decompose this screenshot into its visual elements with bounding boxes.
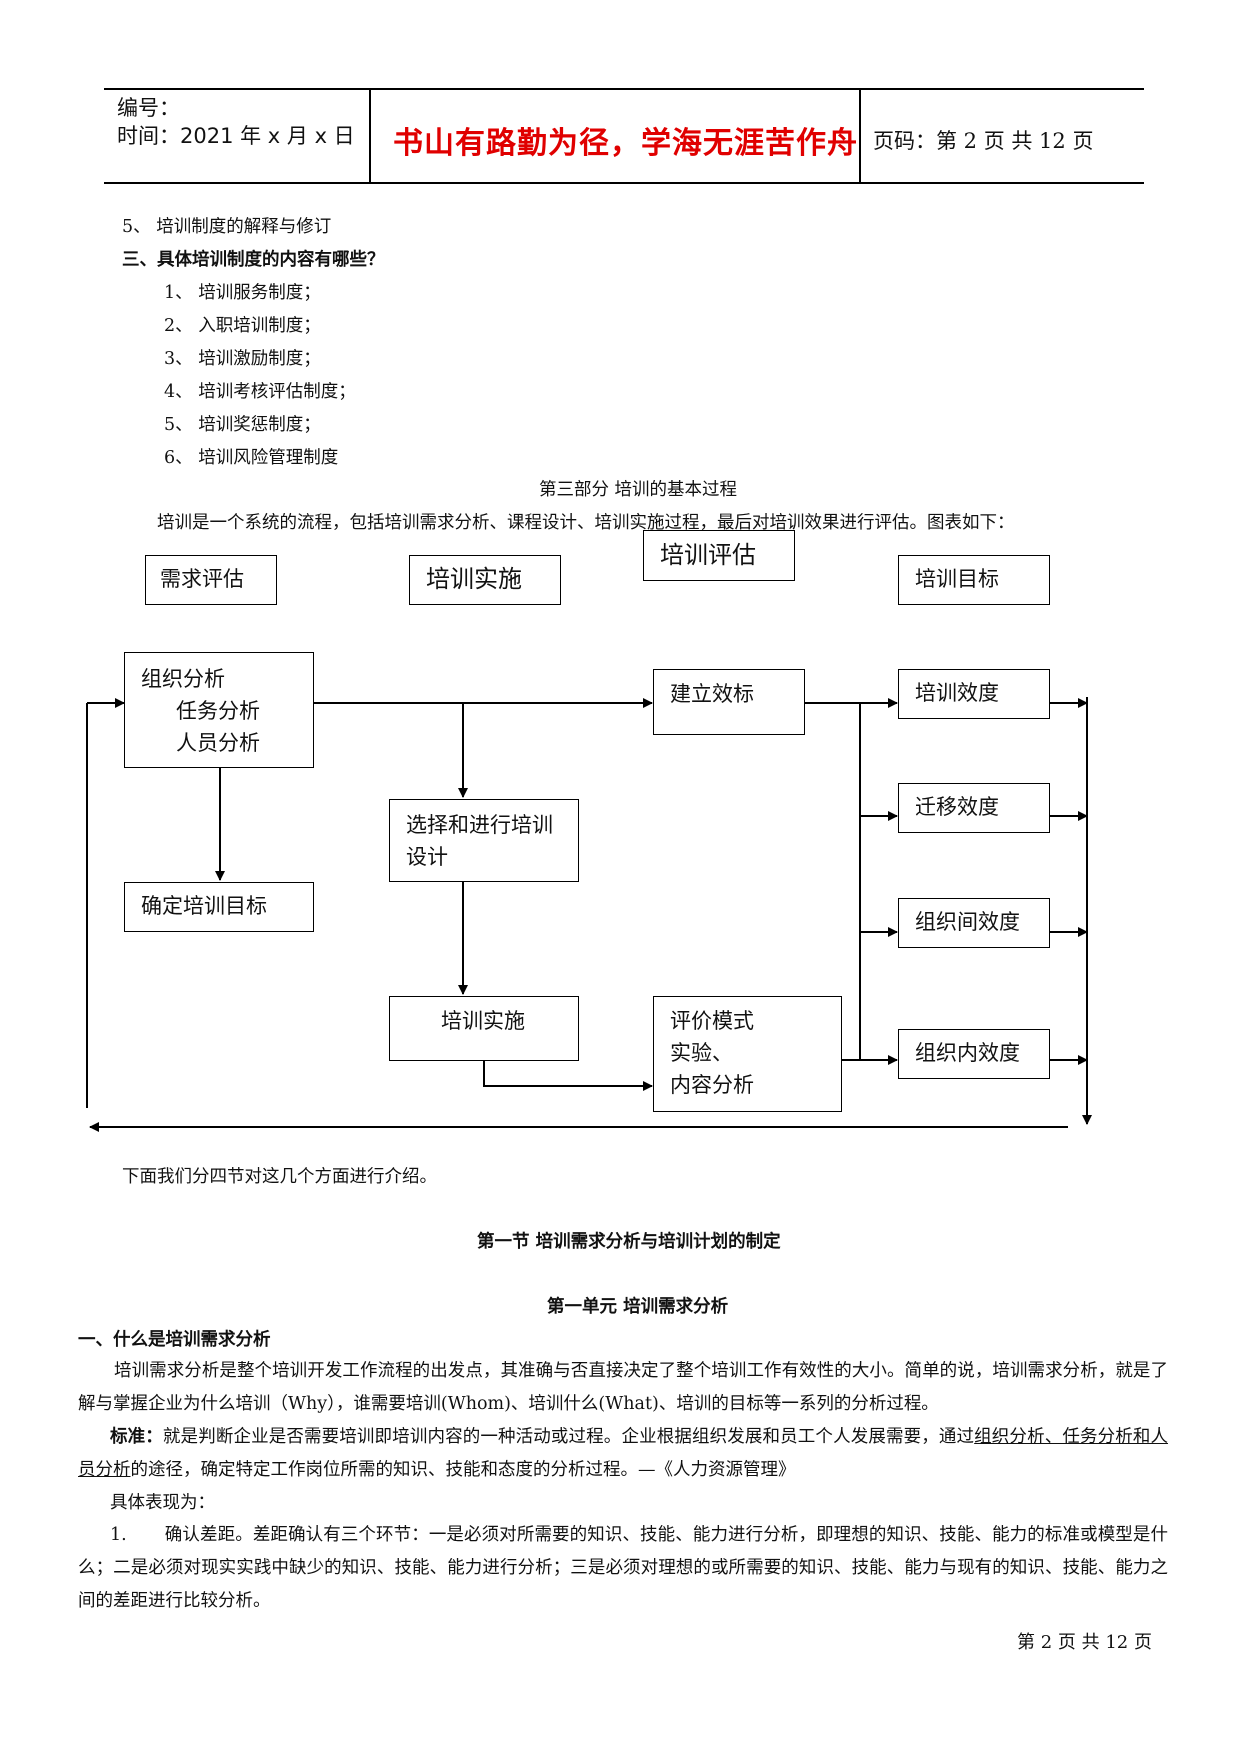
header-bottom-border — [104, 182, 1144, 184]
part-title: 第三部分 培训的基本过程 — [539, 480, 738, 500]
phase-implementation: 培训实施 — [409, 555, 561, 605]
box-org-analysis: 组织分析 任务分析 人员分析 — [124, 652, 314, 768]
standard-label: 标准： — [110, 1427, 163, 1447]
gap-number: 1. — [110, 1525, 127, 1545]
list-item: 4、 培训考核评估制度； — [164, 382, 356, 402]
page-code: 页码：第 2 页 共 12 页 — [873, 129, 1094, 153]
paragraph-standard: 标准：就是判断企业是否需要培训即培训内容的一种活动或过程。企业根据组织发展和员工… — [78, 1427, 1169, 1480]
box-outcome-transfer-validity: 迁移效度 — [898, 783, 1050, 833]
phase-evaluation: 培训评估 — [643, 530, 795, 581]
motto: 书山有路勤为径，学海无涯苦作舟 — [393, 126, 858, 161]
box-select-design: 选择和进行培训 设计 — [389, 799, 579, 882]
unit-title: 第一单元 培训需求分析 — [547, 1297, 729, 1317]
policy-heading: 三、具体培训制度的内容有哪些？ — [122, 250, 385, 270]
serial-label: 编号： — [117, 96, 180, 120]
list-item: 3、 培训激励制度； — [164, 349, 321, 369]
header-top-border — [104, 88, 1144, 90]
phase-needs-assessment: 需求评估 — [145, 555, 277, 605]
box-outcome-intra-org-validity: 组织内效度 — [898, 1029, 1050, 1079]
paragraph-intro: 具体表现为： — [110, 1493, 215, 1513]
section-title: 第一节 培训需求分析与培训计划的制定 — [477, 1232, 781, 1252]
paragraph-gap: 1.确认差距。差距确认有三个环节：一是必须对所需要的知识、技能、能力进行分析，即… — [78, 1525, 1168, 1611]
phase-training-goal: 培训目标 — [898, 555, 1050, 605]
arrow-to-eval — [483, 1061, 653, 1091]
list-item: 1、 培训服务制度； — [164, 283, 321, 303]
box-outcome-training-validity: 培训效度 — [898, 669, 1050, 719]
box-eval-mode: 评价模式 实验、 内容分析 — [653, 996, 842, 1112]
header-divider-right — [859, 88, 861, 183]
intro-text: 培训是一个系统的流程，包括培训需求分析、课程设计、培训实施过程，最后对培训效果进… — [157, 513, 1015, 533]
list-item: 2、 入职培训制度； — [164, 316, 321, 336]
time-label: 时间：2021 年 x 月 x 日 — [117, 124, 355, 148]
q1-heading: 一、什么是培训需求分析 — [78, 1330, 271, 1350]
underlined-phrase: 组织分析、任务分析和人员分析 — [78, 1427, 1169, 1480]
header-divider-left — [369, 88, 371, 183]
list-item: 5、 培训奖惩制度； — [164, 415, 321, 435]
box-establish-standard: 建立效标 — [653, 669, 805, 735]
paragraph-definition: 培训需求分析是整个培训开发工作流程的出发点，其准确与否直接决定了整个培训工作有效… — [78, 1361, 1168, 1414]
box-implement: 培训实施 — [389, 996, 579, 1061]
box-confirm-goal: 确定培训目标 — [124, 882, 314, 932]
list-item: 6、 培训风险管理制度 — [164, 448, 339, 468]
list-item: 5、 培训制度的解释与修订 — [122, 217, 332, 237]
page-footer: 第 2 页 共 12 页 — [1017, 1632, 1152, 1653]
box-outcome-inter-org-validity: 组织间效度 — [898, 898, 1050, 948]
after-diagram-text: 下面我们分四节对这几个方面进行介绍。 — [122, 1167, 437, 1187]
